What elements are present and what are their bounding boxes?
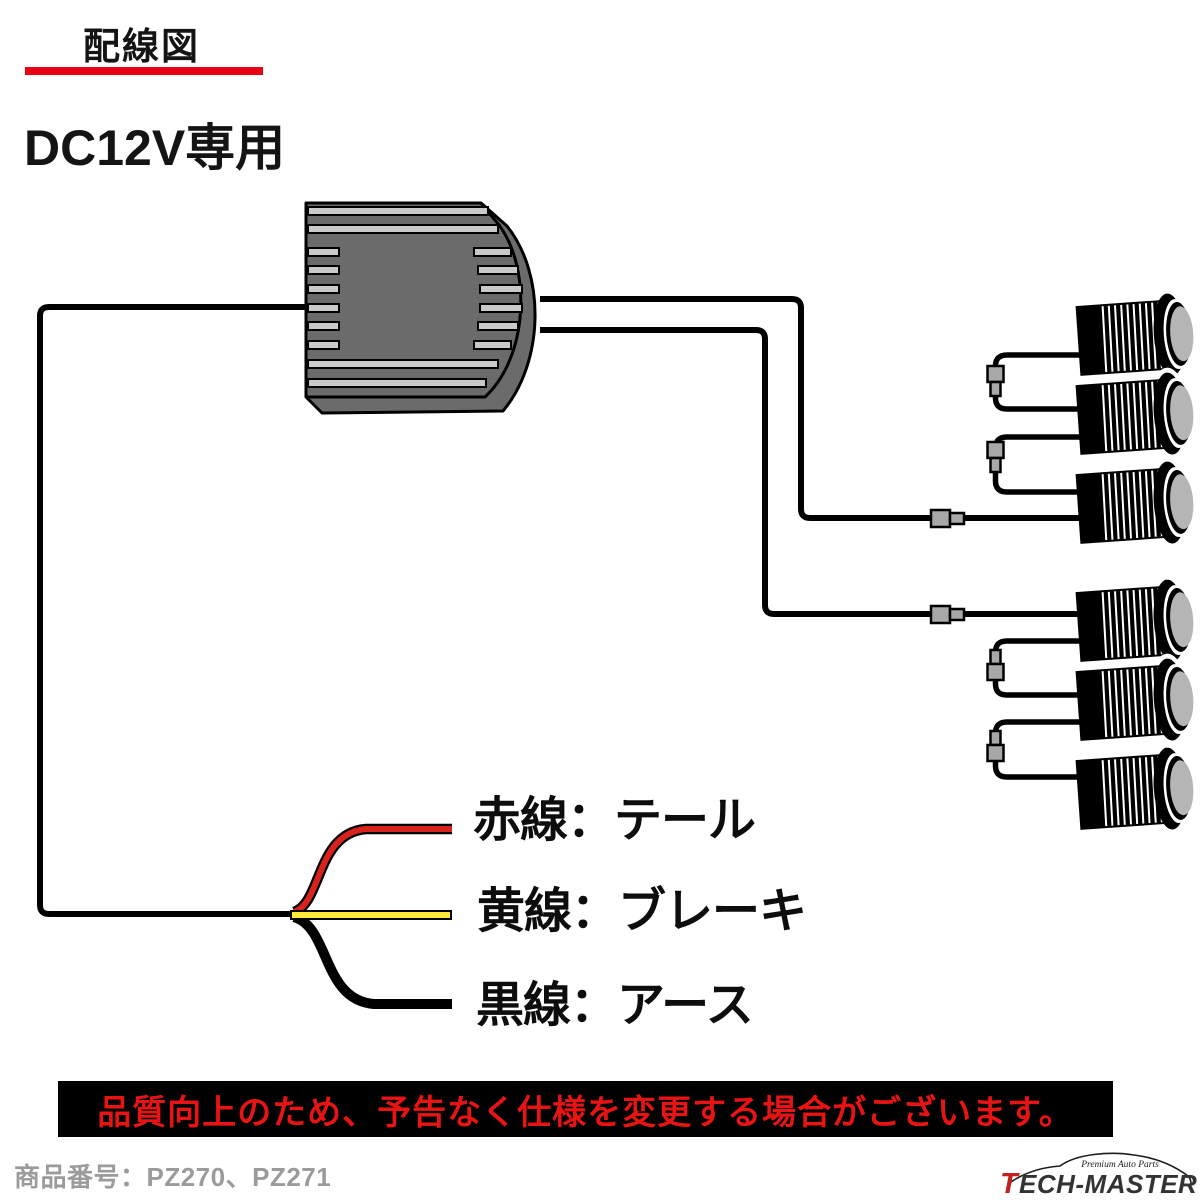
voltage-heading: DC12V専用 [24, 120, 286, 176]
power-input-wire [37, 304, 306, 917]
logo-brand-initial: T [1000, 1168, 1020, 1200]
bulb-connector [986, 440, 1005, 474]
car-silhouette-icon [1007, 1152, 1192, 1185]
led-bulb [1073, 286, 1198, 388]
heatsink-fins [307, 206, 523, 388]
led-bulb [1073, 651, 1198, 753]
bulb-chain-wires-bottom [992, 638, 1085, 780]
notice-text: 品質向上のため、予告なく仕様を変更する場合がございます。 [97, 1093, 1074, 1132]
led-bulb [1073, 740, 1198, 842]
bulb-connector [986, 729, 1005, 763]
red-wire [291, 823, 452, 917]
logo-brand-rest: ECH-MASTER [1019, 1169, 1197, 1199]
output-wire-top-group [540, 296, 1090, 521]
brand-logo: Premium Auto Parts T ECH-MASTER [1000, 1152, 1197, 1200]
input-wire-branch [290, 823, 452, 1009]
output-wire-bottom-group [540, 327, 1090, 617]
inline-connector-bottom [929, 604, 966, 625]
led-bulb [1073, 454, 1198, 556]
wire-label-black: 黒線：アース [476, 979, 754, 1032]
bulb-connector [986, 364, 1005, 398]
bulb-connector [986, 648, 1005, 682]
bulb-chain-wires-top [992, 352, 1085, 495]
wire-label-yellow: 黄線：ブレーキ [477, 885, 807, 938]
logo-tagline: Premium Auto Parts [1080, 1160, 1159, 1170]
page-title: 配線図 [83, 26, 200, 67]
notice-banner: 品質向上のため、予告なく仕様を変更する場合がございます。 [58, 1081, 1113, 1137]
controller-unit [304, 201, 537, 415]
black-wire [292, 912, 452, 1009]
inline-connector-top [929, 508, 966, 529]
led-bulb [1073, 572, 1198, 674]
wire-label-red: 赤線：テール [473, 794, 756, 847]
led-bulb [1073, 365, 1198, 467]
product-number: 商品番号：PZ270、PZ271 [14, 1162, 332, 1192]
title-underline [25, 67, 263, 75]
